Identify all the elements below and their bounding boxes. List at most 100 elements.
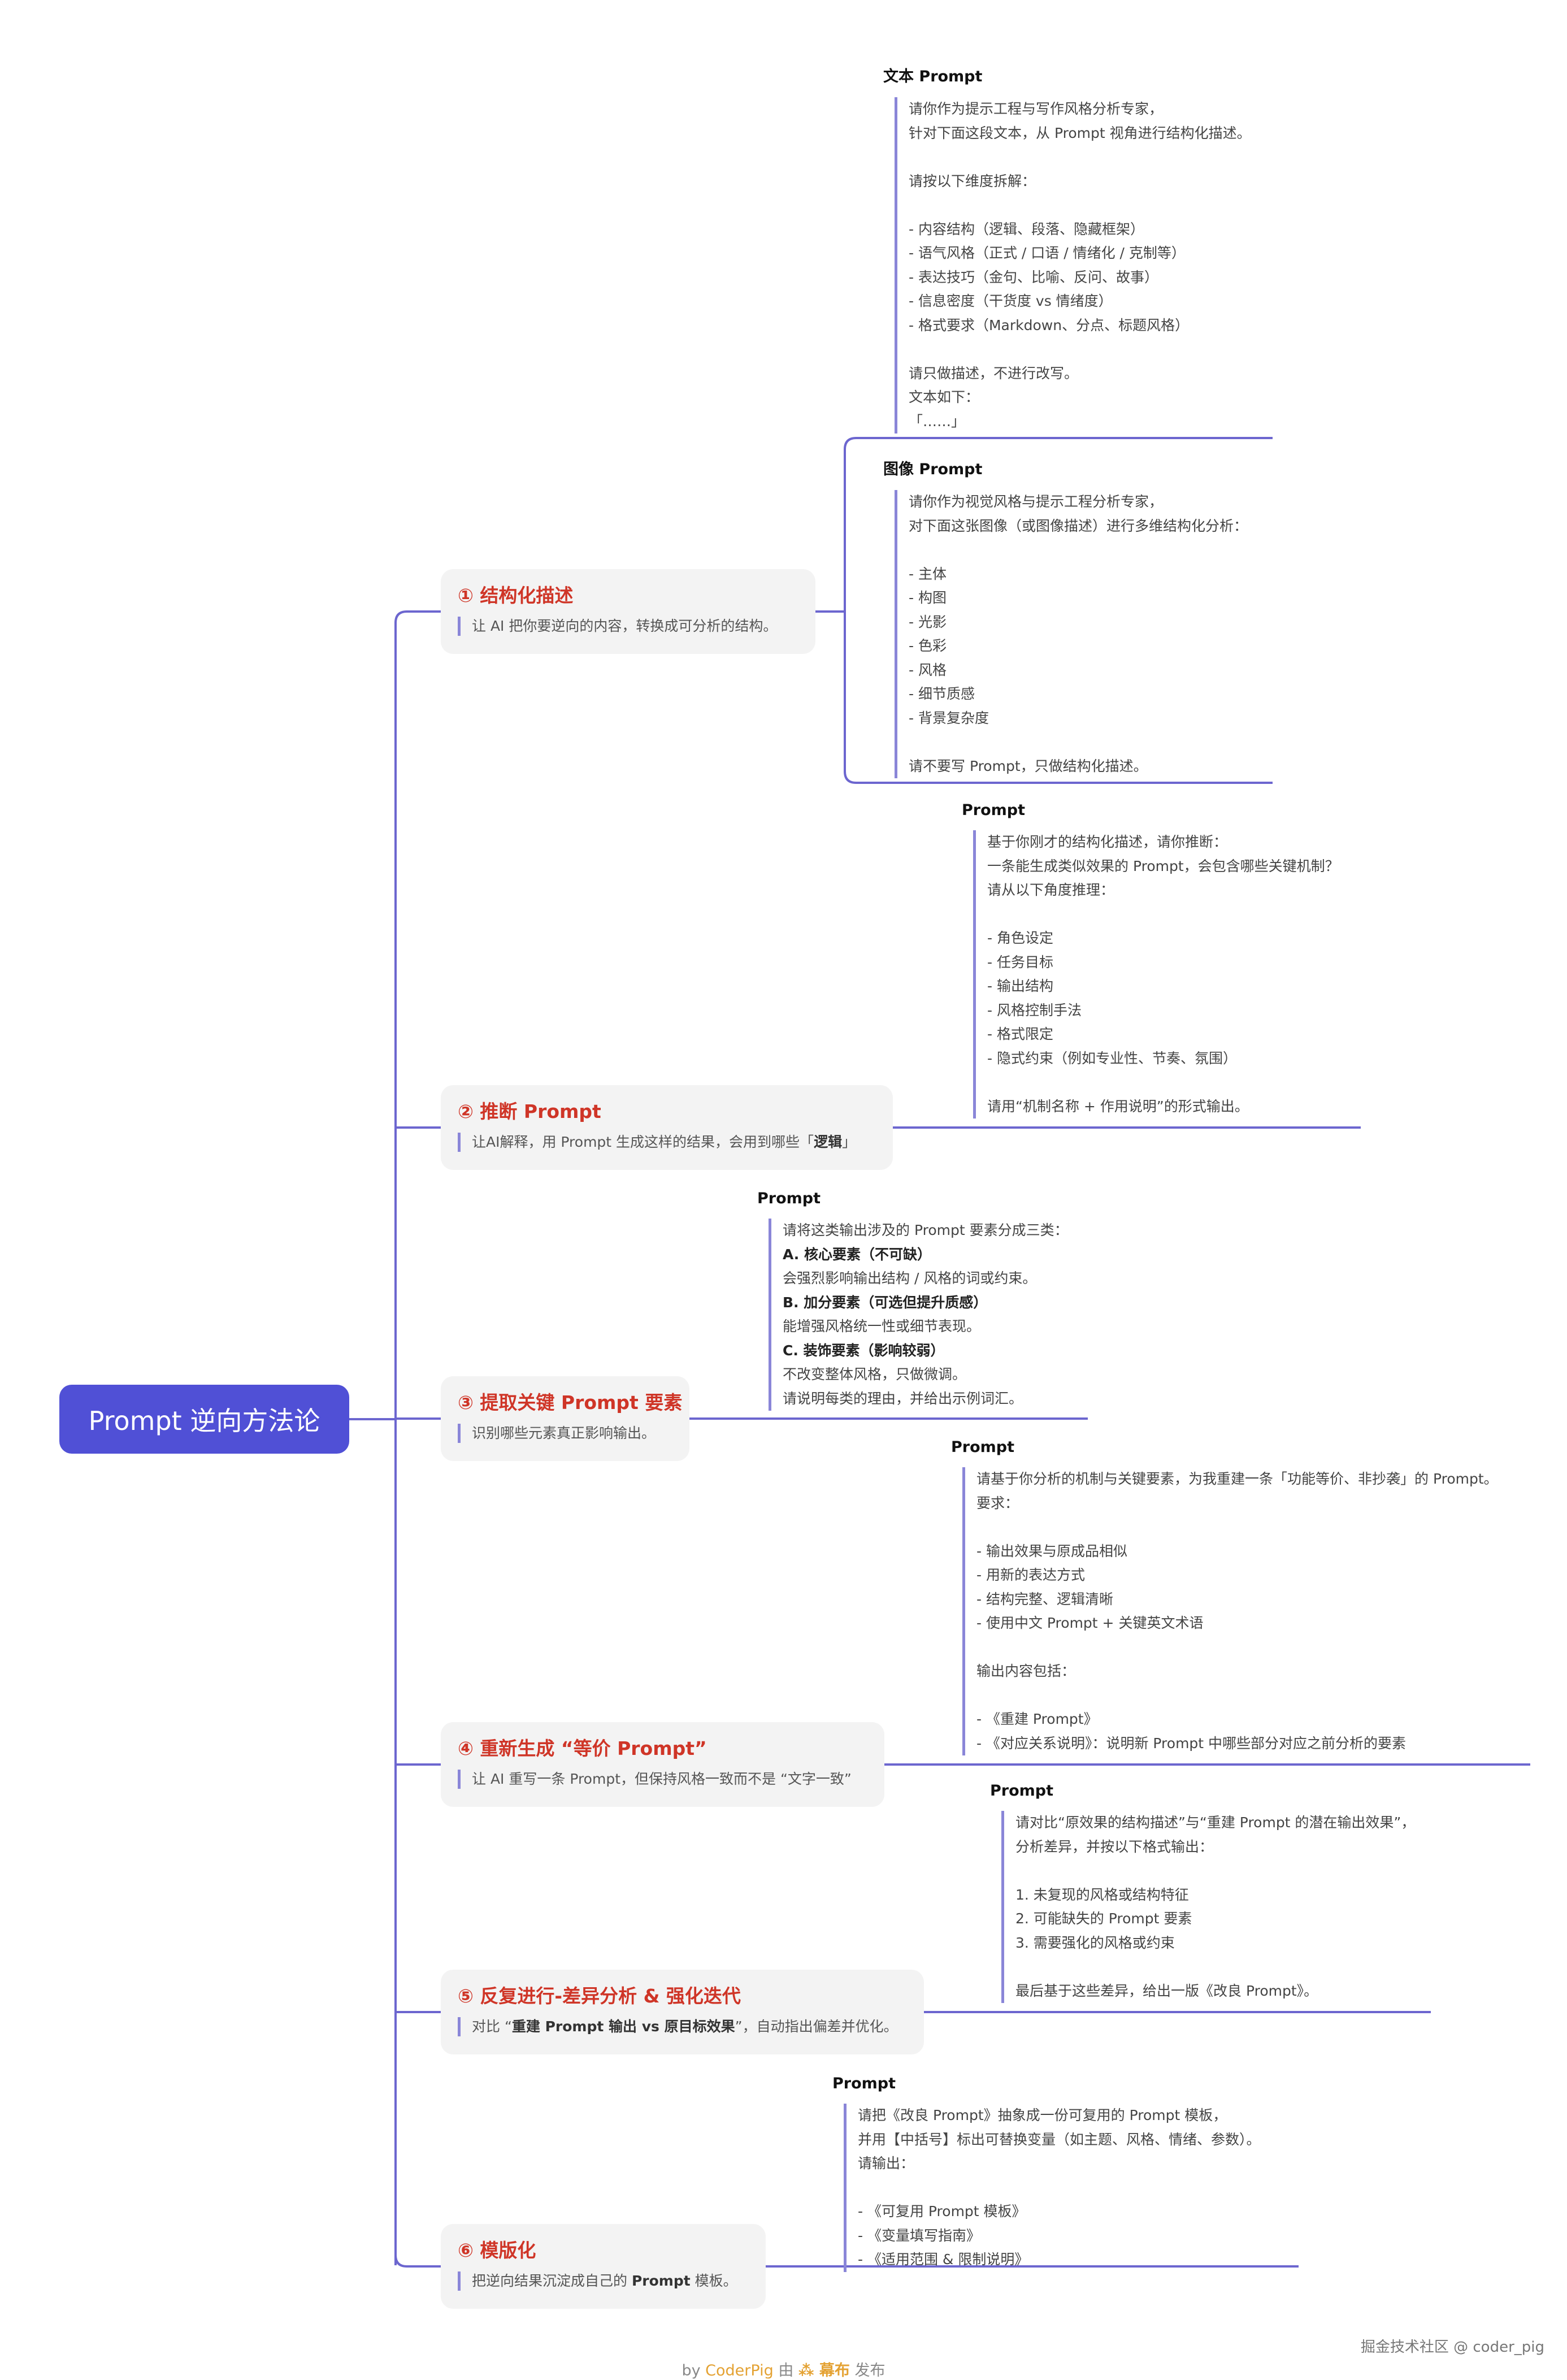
branch-desc: 让 AI 把你要逆向的内容，转换成可分析的结构。 — [458, 617, 803, 636]
note-line: 对下面这张图像（或图像描述）进行多维结构化分析： — [909, 517, 1248, 534]
branch-desc: 让AI解释，用 Prompt 生成这样的结果，会用到哪些「逻辑」 — [458, 1133, 880, 1152]
note-body: 请将这类输出涉及的 Prompt 要素分成三类： A. 核心要素（不可缺） 会强烈影… — [769, 1219, 1069, 1411]
note-line: 请你作为视觉风格与提示工程分析专家， — [909, 493, 1164, 510]
note-image-prompt: 图像 Prompt 请你作为视觉风格与提示工程分析专家， 对下面这张图像（或图像描… — [883, 457, 1248, 778]
note-line — [976, 1515, 1498, 1540]
note-line: - 表达技巧（金句、比喻、反问、故事） — [909, 268, 1158, 285]
note-body: 请基于你分析的机制与关键要素，为我重建一条「功能等价、非抄袭」的 Prompt。… — [962, 1467, 1498, 1755]
note-title: Prompt — [951, 1438, 1015, 1456]
note-line: 会强烈影响输出结构 / 风格的词或约束。 — [783, 1270, 1037, 1286]
note-line: A. 核心要素（不可缺） — [783, 1246, 932, 1263]
branch-desc: 对比 “重建 Prompt 输出 vs 原目标效果”，自动指出偏差并优化。 — [458, 2017, 911, 2036]
note-line: - 用新的表达方式 — [976, 1567, 1085, 1583]
note-line: 请不要写 Prompt，只做结构化描述。 — [909, 757, 1148, 774]
root-node[interactable]: Prompt 逆向方法论 — [59, 1385, 349, 1454]
note-body: 请对比“原效果的结构描述”与“重建 Prompt 的潜在输出效果”， 分析差异，并… — [1001, 1811, 1415, 2003]
note-iterate-prompt: Prompt 请对比“原效果的结构描述”与“重建 Prompt 的潜在输出效果”… — [990, 1782, 1415, 2003]
note-line: C. 装饰要素（影响较弱） — [783, 1342, 945, 1359]
note-line: - 《重建 Prompt》 — [976, 1711, 1098, 1727]
note-body: 请你作为提示工程与写作风格分析专家， 针对下面这段文本，从 Prompt 视角进行… — [895, 97, 1251, 433]
note-regenerate-prompt: Prompt 请基于你分析的机制与关键要素，为我重建一条「功能等价、非抄袭」的 … — [951, 1438, 1498, 1755]
note-line: - 输出效果与原成品相似 — [976, 1542, 1127, 1559]
note-line: 请用“机制名称 + 作用说明”的形式输出。 — [987, 1098, 1249, 1115]
note-line: 基于你刚才的结构化描述，请你推断： — [987, 834, 1228, 850]
note-line — [909, 538, 1248, 562]
note-line: - 结构完整、逻辑清晰 — [976, 1590, 1113, 1607]
branch-desc: 识别哪些元素真正影响输出。 — [458, 1424, 677, 1443]
note-line: 能增强风格统一性或细节表现。 — [783, 1318, 981, 1334]
note-line — [987, 903, 1339, 927]
branch-infer-prompt[interactable]: ② 推断 Prompt 让AI解释，用 Prompt 生成这样的结果，会用到哪些… — [441, 1085, 893, 1170]
note-extract-prompt: Prompt 请将这类输出涉及的 Prompt 要素分成三类： A. 核心要素（不… — [757, 1190, 1069, 1411]
root-label: Prompt 逆向方法论 — [88, 1406, 320, 1436]
branch-title: ③ 提取关键 Prompt 要素 — [458, 1391, 683, 1414]
note-line — [909, 337, 1251, 362]
note-line — [987, 1070, 1339, 1095]
note-line: - 《变量填写指南》 — [858, 2227, 980, 2244]
note-line: 文本如下： — [909, 389, 980, 405]
note-title: Prompt — [757, 1190, 821, 1207]
branch-title: ① 结构化描述 — [458, 584, 574, 606]
note-line: - 光影 — [909, 613, 947, 630]
branch-title: ⑤ 反复进行-差异分析 & 强化迭代 — [458, 1985, 741, 2007]
note-line — [976, 1684, 1498, 1708]
branch-extract-elements[interactable]: ③ 提取关键 Prompt 要素 识别哪些元素真正影响输出。 — [441, 1376, 689, 1461]
note-line: 一条能生成类似效果的 Prompt，会包含哪些关键机制？ — [987, 857, 1339, 874]
note-line: 请说明每类的理由，并给出示例词汇。 — [783, 1390, 1023, 1407]
note-line: 针对下面这段文本，从 Prompt 视角进行结构化描述。 — [909, 124, 1251, 141]
branch-regenerate-prompt[interactable]: ④ 重新生成 “等价 Prompt” 让 AI 重写一条 Prompt，但保持风… — [441, 1722, 884, 1807]
note-body: 基于你刚才的结构化描述，请你推断： 一条能生成类似效果的 Prompt，会包含哪些… — [973, 830, 1339, 1119]
branch-title: ④ 重新生成 “等价 Prompt” — [458, 1737, 707, 1759]
note-line — [1015, 1955, 1415, 1979]
note-body: 请你作为视觉风格与提示工程分析专家， 对下面这张图像（或图像描述）进行多维结构化分… — [895, 490, 1248, 778]
note-infer-prompt: Prompt 基于你刚才的结构化描述，请你推断：一条能生成类似效果的 Promp… — [962, 801, 1339, 1119]
note-title: Prompt — [832, 2075, 896, 2092]
branch-iterate-diff[interactable]: ⑤ 反复进行-差异分析 & 强化迭代 对比 “重建 Prompt 输出 vs 原… — [441, 1970, 924, 2054]
note-line: - 主体 — [909, 565, 947, 582]
note-line — [909, 730, 1248, 755]
note-line: 要求： — [976, 1494, 1019, 1511]
note-line: - 色彩 — [909, 638, 947, 654]
note-line: - 背景复杂度 — [909, 709, 989, 726]
note-line — [858, 2176, 1261, 2200]
branch-desc: 让 AI 重写一条 Prompt，但保持风格一致而不是 “文字一致” — [458, 1770, 872, 1789]
branch-desc: 把逆向结果沉淀成自己的 Prompt 模板。 — [458, 2271, 753, 2291]
note-line: - 语气风格（正式 / 口语 / 情绪化 / 克制等） — [909, 245, 1186, 261]
watermark: 掘金技术社区 @ coder_pig — [1360, 2339, 1544, 2356]
note-line: 3. 需要强化的风格或约束 — [1015, 1934, 1175, 1951]
note-template-prompt: Prompt 请把《改良 Prompt》抽象成一份可复用的 Prompt 模板，… — [832, 2075, 1261, 2272]
note-line: 输出内容包括： — [976, 1663, 1076, 1679]
note-line: - 《适用范围 & 限制说明》 — [858, 2251, 1029, 2268]
note-line: 2. 可能缺失的 Prompt 要素 — [1015, 1910, 1192, 1927]
note-line: B. 加分要素（可选但提升质感） — [783, 1294, 988, 1311]
note-line: - 内容结构（逻辑、段落、隐藏框架） — [909, 220, 1144, 237]
note-line: 请基于你分析的机制与关键要素，为我重建一条「功能等价、非抄袭」的 Prompt。 — [976, 1471, 1498, 1487]
note-line: - 任务目标 — [987, 953, 1053, 970]
note-line: - 格式要求（Markdown、分点、标题风格） — [909, 317, 1190, 333]
note-line: - 《对应关系说明》：说明新 Prompt 中哪些部分对应之前分析的要素 — [976, 1735, 1407, 1752]
note-line: 「……」 — [909, 413, 966, 430]
branch-templatize[interactable]: ⑥ 模版化 把逆向结果沉淀成自己的 Prompt 模板。 — [441, 2224, 766, 2309]
note-line: - 格式限定 — [987, 1026, 1053, 1042]
note-line: - 细节质感 — [909, 686, 975, 702]
note-line: 分析差异，并按以下格式输出： — [1015, 1838, 1214, 1855]
note-line: - 风格控制手法 — [987, 1002, 1082, 1018]
branch-title: ② 推断 Prompt — [458, 1100, 601, 1122]
note-line: 请按以下维度拆解： — [909, 172, 1036, 189]
note-line: - 隐式约束（例如专业性、节奏、氛围） — [987, 1050, 1237, 1067]
note-body: 请把《改良 Prompt》抽象成一份可复用的 Prompt 模板，并用【中括号】… — [844, 2104, 1261, 2272]
note-line — [909, 145, 1251, 170]
note-title: 图像 Prompt — [883, 461, 983, 478]
note-line: 请从以下角度推理： — [987, 882, 1115, 898]
note-line: 不改变整体风格，只做微调。 — [783, 1366, 967, 1382]
note-line: 请将这类输出涉及的 Prompt 要素分成三类： — [783, 1222, 1069, 1238]
note-line: - 输出结构 — [987, 978, 1053, 994]
note-line: 请你作为提示工程与写作风格分析专家， — [909, 101, 1164, 117]
note-line: 请输出： — [858, 2155, 915, 2171]
branch-structured-description[interactable]: ① 结构化描述 让 AI 把你要逆向的内容，转换成可分析的结构。 — [441, 569, 815, 654]
note-text-prompt: 文本 Prompt 请你作为提示工程与写作风格分析专家，针对下面这段文本，从 P… — [883, 64, 1251, 433]
note-line: 请对比“原效果的结构描述”与“重建 Prompt 的潜在输出效果”， — [1015, 1814, 1416, 1831]
note-line: - 角色设定 — [987, 930, 1053, 946]
note-line: - 风格 — [909, 661, 947, 678]
